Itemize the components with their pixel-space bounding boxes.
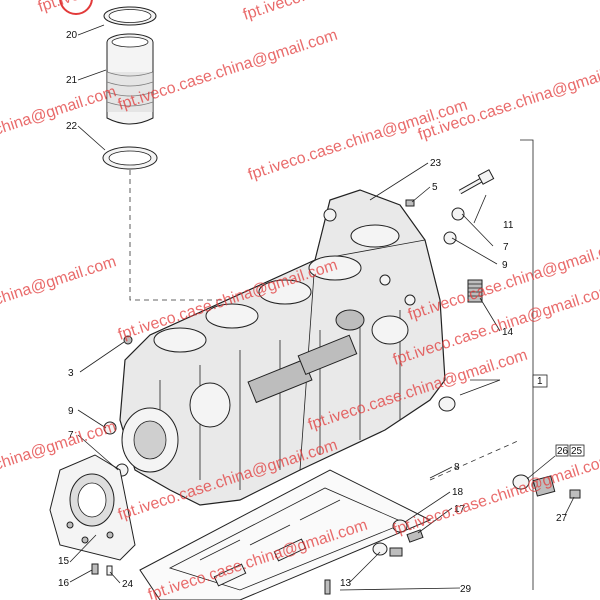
engine-block [119, 189, 446, 506]
callout-15: 15 [58, 556, 70, 567]
assembly-guide-line [129, 170, 230, 301]
screw-16 [91, 563, 99, 575]
watermark: fpt.iveco.case.china@gmail.com [241, 0, 465, 24]
callout-27: 27 [556, 513, 568, 524]
sensor-14 [467, 279, 483, 303]
group-bracket [520, 139, 534, 590]
plug-7-upper [451, 207, 465, 221]
callout-20: 20 [66, 30, 78, 41]
leader-lines [69, 24, 575, 591]
callout-11: 11 [503, 220, 514, 231]
ring-26 [512, 474, 530, 490]
callout-29: 29 [460, 584, 472, 595]
watermark: china@gmail.com [0, 83, 118, 139]
plug-9-upper [443, 231, 457, 245]
watermark: fpt.iveco.case.china@gmail.com [391, 452, 600, 539]
seal-housing-15 [49, 454, 136, 561]
callout-9-upper: 9 [502, 260, 508, 271]
plug-right [438, 396, 456, 412]
watermark: fpt.iveco.case.china@gmail.com [416, 57, 600, 144]
callout-7-lower: 7 [68, 430, 74, 441]
liner-seal-ring-22 [102, 146, 158, 170]
callout-23: 23 [430, 158, 442, 169]
callout-7-upper: 7 [503, 242, 509, 253]
plug-9-lower [103, 421, 117, 435]
callout-box-1 [532, 374, 548, 388]
callout-14: 14 [502, 327, 514, 338]
callout-box-25 [569, 444, 585, 457]
callout-21: 21 [66, 75, 78, 86]
pin-29 [324, 579, 331, 595]
liner-seal-ring-20 [103, 6, 157, 26]
callout-25: 25 [571, 446, 583, 457]
cylinder-liner-21 [106, 33, 154, 125]
plug-5 [405, 199, 415, 207]
callout-box-26 [555, 444, 569, 457]
plug-lower-right [389, 547, 403, 557]
plug-3 [123, 335, 133, 345]
callout-1: 1 [537, 376, 543, 387]
bolt-17 [406, 529, 424, 543]
washer-18 [392, 519, 408, 533]
plug-25 [532, 475, 556, 497]
callout-18: 18 [452, 487, 464, 498]
callout-labels: 20 21 22 23 5 11 7 9 14 3 9 7 1 26 25 27… [58, 30, 583, 595]
highlight-circle-icon [59, 0, 93, 15]
callout-17: 17 [454, 504, 466, 515]
dowel-24 [106, 565, 113, 576]
callout-3: 3 [68, 368, 74, 379]
callout-5: 5 [432, 182, 438, 193]
screw-27 [569, 489, 581, 499]
washer-13 [372, 542, 388, 556]
dashed-guide-right [429, 439, 521, 481]
callout-13: 13 [340, 578, 352, 589]
callout-22: 22 [66, 121, 78, 132]
callout-8: 8 [454, 462, 460, 473]
callout-24: 24 [122, 579, 134, 590]
bolt-11 [458, 169, 495, 195]
callout-16: 16 [58, 578, 70, 589]
watermark: fpt.iveco.case.china@gmail.com [246, 97, 470, 184]
callout-26: 26 [557, 446, 569, 457]
callout-9-lower: 9 [68, 406, 74, 417]
watermark: china@gmail.com [0, 253, 118, 309]
